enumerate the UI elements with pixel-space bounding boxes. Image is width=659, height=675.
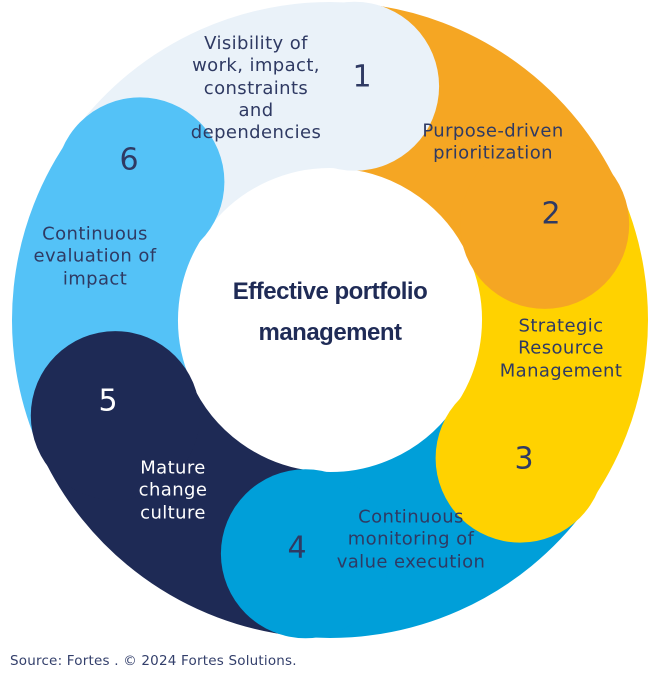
segment-head-6 (55, 97, 225, 267)
segment-head-5 (30, 331, 200, 501)
segment-head-4 (220, 469, 390, 639)
segment-head-1 (270, 1, 440, 171)
source-caption: Source: Fortes . © 2024 Fortes Solutions… (10, 653, 297, 669)
segment-head-3 (435, 373, 605, 543)
segment-head-2 (460, 139, 630, 309)
center-title: Effective portfolio management (232, 278, 428, 346)
